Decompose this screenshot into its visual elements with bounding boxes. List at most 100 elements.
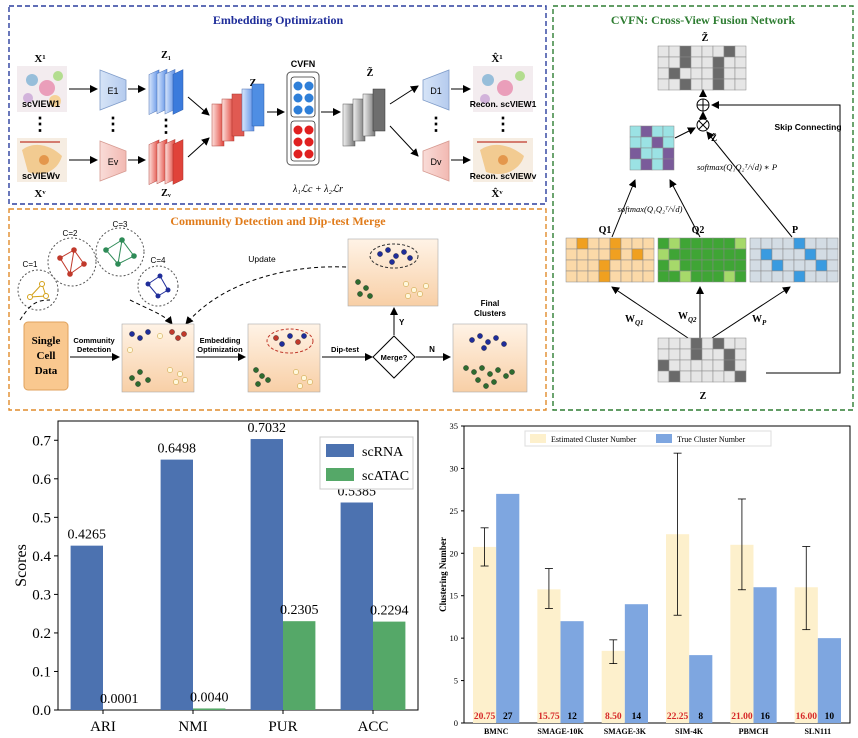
matrix-cell [793,270,806,283]
matrix-cell [668,45,681,58]
ztilde-label: Z̃ [367,66,374,79]
z-stack [211,83,265,147]
cell-dot [487,371,493,377]
matrix-cell [668,259,681,272]
matrix-cell [576,259,589,272]
matrix-cell [815,248,828,261]
matrix-cell [734,370,747,383]
matrix-cell [620,237,633,250]
matrix-cell [804,259,817,272]
matrix-cell [701,370,714,383]
matrix-cell [712,45,725,58]
x-tick-label: ACC [358,719,389,735]
legend-label: True Cluster Number [677,435,745,444]
attention-matrix [629,125,675,171]
matrix-cell [712,348,725,361]
matrix-cell [631,237,644,250]
bar-value-label: 0.6498 [158,442,197,457]
cell-dot [273,335,279,341]
matrix-cell [701,359,714,372]
cell-dot [475,377,481,383]
matrix-cell [651,158,664,171]
matrix-cell [760,248,773,261]
matrix-cell [576,237,589,250]
dots-vertical-4: ⋮ [427,114,445,134]
scores-bar-chart: 0.00.10.20.30.40.50.60.7Scores0.42650.00… [13,420,419,735]
matrix-cell [815,237,828,250]
matrix-cell [690,259,703,272]
cell-dot [357,291,363,297]
multiply-op [696,118,710,132]
matrix-cell [631,270,644,283]
matrix-cell [598,237,611,250]
matrix-cell [760,237,773,250]
matrix-cell [734,56,747,69]
cell-dot [129,331,135,337]
cell-dot [307,379,313,385]
matrix-cell [690,56,703,69]
x-tick-label: SLN111 [804,727,831,736]
matrix-cell [723,370,736,383]
cvfn-blue-node [293,93,303,103]
softmax-formula: softmax(Q₁Q₂ᵀ/√d) [618,204,683,214]
matrix-cell [609,259,622,272]
cell-dot [135,381,141,387]
legend-swatch [326,444,354,457]
svg-text:Merge?: Merge? [381,353,408,362]
matrix-cell [640,147,653,160]
cell-dot [509,369,515,375]
cell-dot [503,373,509,379]
embedding-opt-label-1: Embedding [200,336,241,345]
update-arrow [185,266,361,325]
matrix-cell [826,237,839,250]
matrix-cell [734,248,747,261]
cell-dot [377,251,383,257]
cvfn-red-node [293,125,303,135]
matrix-cell [642,237,655,250]
y-tick-label: 0 [454,718,458,728]
matrix-cell [668,78,681,91]
cell-dot [259,373,265,379]
cell-dot [297,383,303,389]
matrix-cell [690,78,703,91]
cluster-box-2-cells [253,333,313,389]
matrix-cell [734,67,747,80]
recon-view1-image [473,66,533,112]
cell-dot [127,347,133,353]
matrix-cell [723,56,736,69]
matrix-cell [679,337,692,350]
ztilde-top-label: Z̃ [702,31,709,44]
estimated-value-label: 21.00 [731,712,753,722]
true-value-label: 10 [825,712,835,722]
matrix-cell [749,259,762,272]
cell-dot [389,259,395,265]
cell-dot [182,377,188,383]
cell-dot [403,281,409,287]
y-tick-label: 0.3 [32,587,51,603]
y-tick-label: 25 [450,506,459,516]
matrix-cell [668,348,681,361]
scview1-image [17,66,67,112]
cell-dot [423,283,429,289]
decoder-d1: D1 [422,69,450,111]
matrix-cell [804,237,817,250]
recon-viewv-name: Recon. scVIEWv [470,171,537,181]
cell-dot [471,369,477,375]
cell-dot [157,333,163,339]
estimated-value-label: 15.75 [538,712,560,722]
matrix-cell [701,78,714,91]
matrix-cell [598,259,611,272]
final-clusters-box [452,323,528,393]
cell-dot [137,369,143,375]
matrix-cell [712,67,725,80]
view1-input-label: X¹ [34,53,45,65]
matrix-cell [679,370,692,383]
matrix-cell [679,237,692,250]
matrix-cell [620,259,633,272]
matrix-cell [734,270,747,283]
ztilde-stack [342,88,386,147]
matrix-cell [587,248,600,261]
bar-true [817,638,841,723]
matrix-cell [587,237,600,250]
cell-dot [279,341,285,347]
